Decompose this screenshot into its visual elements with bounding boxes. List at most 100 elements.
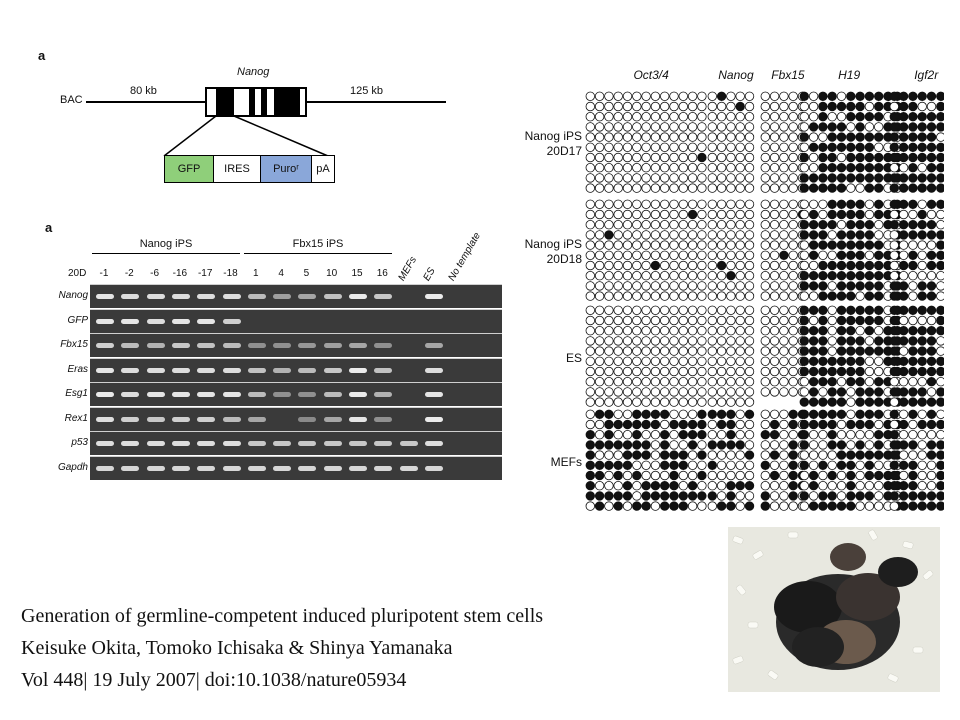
unmethylated-cpg [622,122,633,132]
unmethylated-cpg [846,183,856,193]
unmethylated-cpg [659,356,670,367]
unmethylated-cpg [827,315,837,326]
gel-strip-gfp [90,308,502,333]
gel-band [349,367,367,373]
unmethylated-cpg [650,240,661,250]
methylated-cpg [827,260,837,271]
methylated-cpg [898,142,909,153]
unmethylated-cpg [726,305,736,316]
unmethylated-cpg [594,173,605,183]
methylated-cpg [874,291,884,301]
unmethylated-cpg [604,470,614,481]
methylated-cpg [760,430,771,440]
unmethylated-cpg [594,419,605,430]
methylated-cpg [917,209,927,220]
methylated-cpg [846,325,856,336]
methylated-cpg [827,173,837,183]
methylated-cpg [818,409,828,420]
unmethylated-cpg [744,356,755,367]
unmethylated-cpg [669,219,679,230]
unmethylated-cpg [687,183,698,193]
unmethylated-cpg [641,336,651,346]
unmethylated-cpg [769,209,780,220]
unmethylated-cpg [613,377,623,387]
methylated-cpg [846,315,856,326]
unmethylated-cpg [687,409,698,420]
unmethylated-cpg [799,450,810,460]
gel-band [323,294,342,299]
unmethylated-cpg [726,152,736,163]
methylated-cpg [864,291,875,301]
methylated-cpg [687,430,698,440]
unmethylated-cpg [936,377,946,387]
methylated-cpg [808,209,819,220]
unmethylated-cpg [926,209,937,220]
methylated-cpg [641,491,651,501]
methylated-cpg [889,152,900,163]
unmethylated-cpg [585,336,596,346]
methylated-cpg [836,305,847,316]
methylated-cpg [926,162,937,173]
methylated-cpg [622,491,633,501]
unmethylated-cpg [585,356,596,367]
unmethylated-cpg [604,325,614,336]
unmethylated-cpg [716,430,727,440]
methylated-cpg [889,173,900,183]
unmethylated-cpg [726,162,736,173]
unmethylated-cpg [659,270,670,281]
unmethylated-cpg [744,142,755,153]
methylated-cpg [846,230,856,240]
unmethylated-cpg [650,440,661,450]
unmethylated-cpg [779,173,789,183]
methylation-group-label-line: 20D18 [546,252,582,266]
unmethylated-cpg [707,101,718,112]
unmethylated-cpg [632,315,642,326]
unmethylated-cpg [917,250,927,261]
unmethylated-cpg [735,387,745,397]
unmethylated-cpg [613,481,623,491]
unmethylated-cpg [707,142,718,153]
methylated-cpg [707,440,718,450]
methylated-cpg [846,132,856,142]
unmethylated-cpg [889,209,900,220]
unmethylated-cpg [836,91,847,102]
unmethylated-cpg [769,173,780,183]
unmethylated-cpg [788,162,798,173]
unmethylated-cpg [650,501,661,511]
unmethylated-cpg [613,315,623,326]
methylated-cpg [846,260,856,271]
methylated-cpg [864,152,875,163]
unmethylated-cpg [604,173,614,183]
unmethylated-cpg [808,199,819,210]
gel-band [146,465,165,471]
unmethylated-cpg [678,281,689,291]
unmethylated-cpg [632,377,642,387]
unmethylated-cpg [622,230,633,240]
methylated-cpg [827,491,837,501]
methylated-cpg [744,409,755,420]
unmethylated-cpg [622,209,633,220]
unmethylated-cpg [585,162,596,173]
methylated-cpg [604,419,614,430]
gel-lane-label: MEFs [396,254,419,283]
unmethylated-cpg [864,366,875,377]
unmethylated-cpg [632,305,642,316]
unmethylated-cpg [613,240,623,250]
unmethylated-cpg [917,270,927,281]
unmethylated-cpg [735,122,745,132]
unmethylated-cpg [687,387,698,397]
methylated-cpg [936,460,946,471]
unmethylated-cpg [707,270,718,281]
gel-group-fbx15-ips: Fbx15 iPS [292,238,344,250]
unmethylated-cpg [585,346,596,356]
gel-band [374,441,393,446]
methylated-cpg [799,281,810,291]
methylation-group-label-line: MEFs [550,454,582,469]
methylated-cpg [827,397,837,407]
unmethylated-cpg [669,173,679,183]
methylated-cpg [846,481,856,491]
methylated-cpg [889,409,900,420]
gel-band [349,392,367,397]
